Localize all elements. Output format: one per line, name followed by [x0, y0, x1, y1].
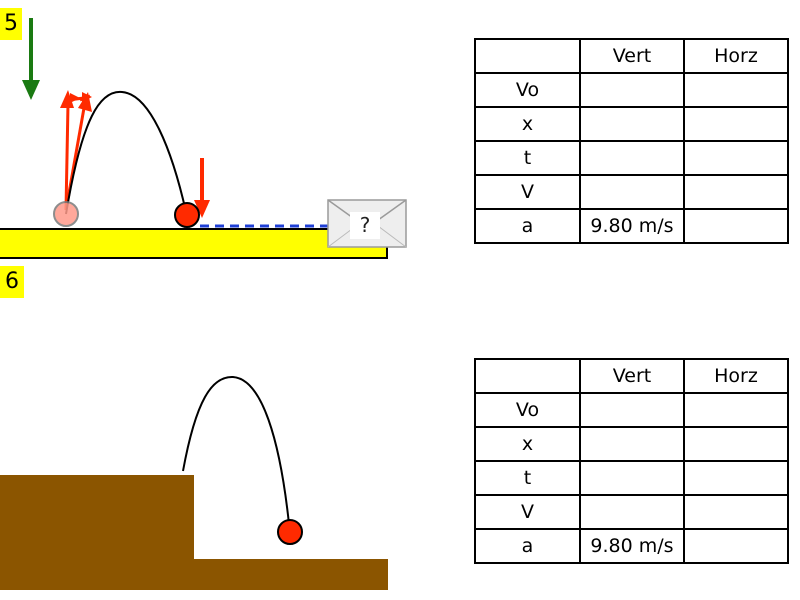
horz-cell[interactable] [683, 392, 789, 428]
envelope-icon [327, 199, 407, 248]
row-label: a [474, 528, 581, 564]
vert-cell[interactable] [579, 460, 685, 496]
row-label: Vo [474, 392, 581, 428]
header-cell [474, 38, 581, 74]
row-label: t [474, 140, 581, 176]
row-label: x [474, 106, 581, 142]
arrow-head-horizontal-2 [70, 93, 80, 103]
horz-cell[interactable] [683, 140, 789, 176]
table-row: t [474, 460, 789, 496]
row-label: V [474, 494, 581, 530]
table-row: Vo [474, 72, 789, 108]
table-row: Vo [474, 392, 789, 428]
horz-cell[interactable] [683, 208, 789, 244]
header-cell-vert: Vert [579, 38, 685, 74]
row-label: x [474, 426, 581, 462]
arrow-head-horizontal-1 [82, 92, 92, 102]
row-label: t [474, 460, 581, 496]
header-cell-horz: Horz [683, 38, 789, 74]
row-label: Vo [474, 72, 581, 108]
horz-cell[interactable] [683, 528, 789, 564]
horz-cell[interactable] [683, 106, 789, 142]
gravity-arrow [22, 18, 40, 100]
table-header-row: Vert Horz [474, 38, 789, 74]
horz-cell[interactable] [683, 460, 789, 496]
vert-cell[interactable] [579, 174, 685, 210]
vert-cell[interactable] [579, 392, 685, 428]
kinematics-table-6: Vert Horz Vo x t V a 9.80 m/s [474, 358, 789, 564]
table-row: a 9.80 m/s [474, 208, 789, 244]
table-row: x [474, 426, 789, 462]
trajectory-6 [182, 375, 290, 525]
vert-cell[interactable] [579, 72, 685, 108]
vert-cell[interactable] [579, 106, 685, 142]
horz-cell[interactable] [683, 426, 789, 462]
trajectory-5 [65, 90, 187, 215]
horz-cell[interactable] [683, 174, 789, 210]
header-cell [474, 358, 581, 394]
table-row: a 9.80 m/s [474, 528, 789, 564]
ball-landing [174, 202, 200, 228]
row-label: a [474, 208, 581, 244]
arrow-head-vertical [60, 90, 74, 108]
ball-landing-6 [277, 519, 303, 545]
problem-6-number: 6 [0, 266, 24, 298]
table-row: V [474, 174, 789, 210]
table-row: t [474, 140, 789, 176]
table-row: x [474, 106, 789, 142]
mystery-distance-label: ? [359, 213, 371, 237]
problem-5-number: 5 [0, 8, 22, 40]
horz-cell[interactable] [683, 494, 789, 530]
problem-5-scene [0, 18, 407, 259]
table-header-row: Vert Horz [474, 358, 789, 394]
vert-cell[interactable] [579, 494, 685, 530]
vert-cell[interactable]: 9.80 m/s [579, 528, 685, 564]
problem-6-scene [0, 375, 388, 590]
header-cell-horz: Horz [683, 358, 789, 394]
vert-cell[interactable] [579, 140, 685, 176]
vert-cell[interactable]: 9.80 m/s [579, 208, 685, 244]
ball-start [53, 201, 79, 227]
row-label: V [474, 174, 581, 210]
table-row: V [474, 494, 789, 530]
impact-velocity-arrow [194, 158, 210, 218]
header-cell-vert: Vert [579, 358, 685, 394]
vert-cell[interactable] [579, 426, 685, 462]
high-ground-block [0, 475, 194, 590]
kinematics-table-5: Vert Horz Vo x t V a 9.80 m/s [474, 38, 789, 244]
low-ground-block [194, 559, 388, 590]
horz-cell[interactable] [683, 72, 789, 108]
